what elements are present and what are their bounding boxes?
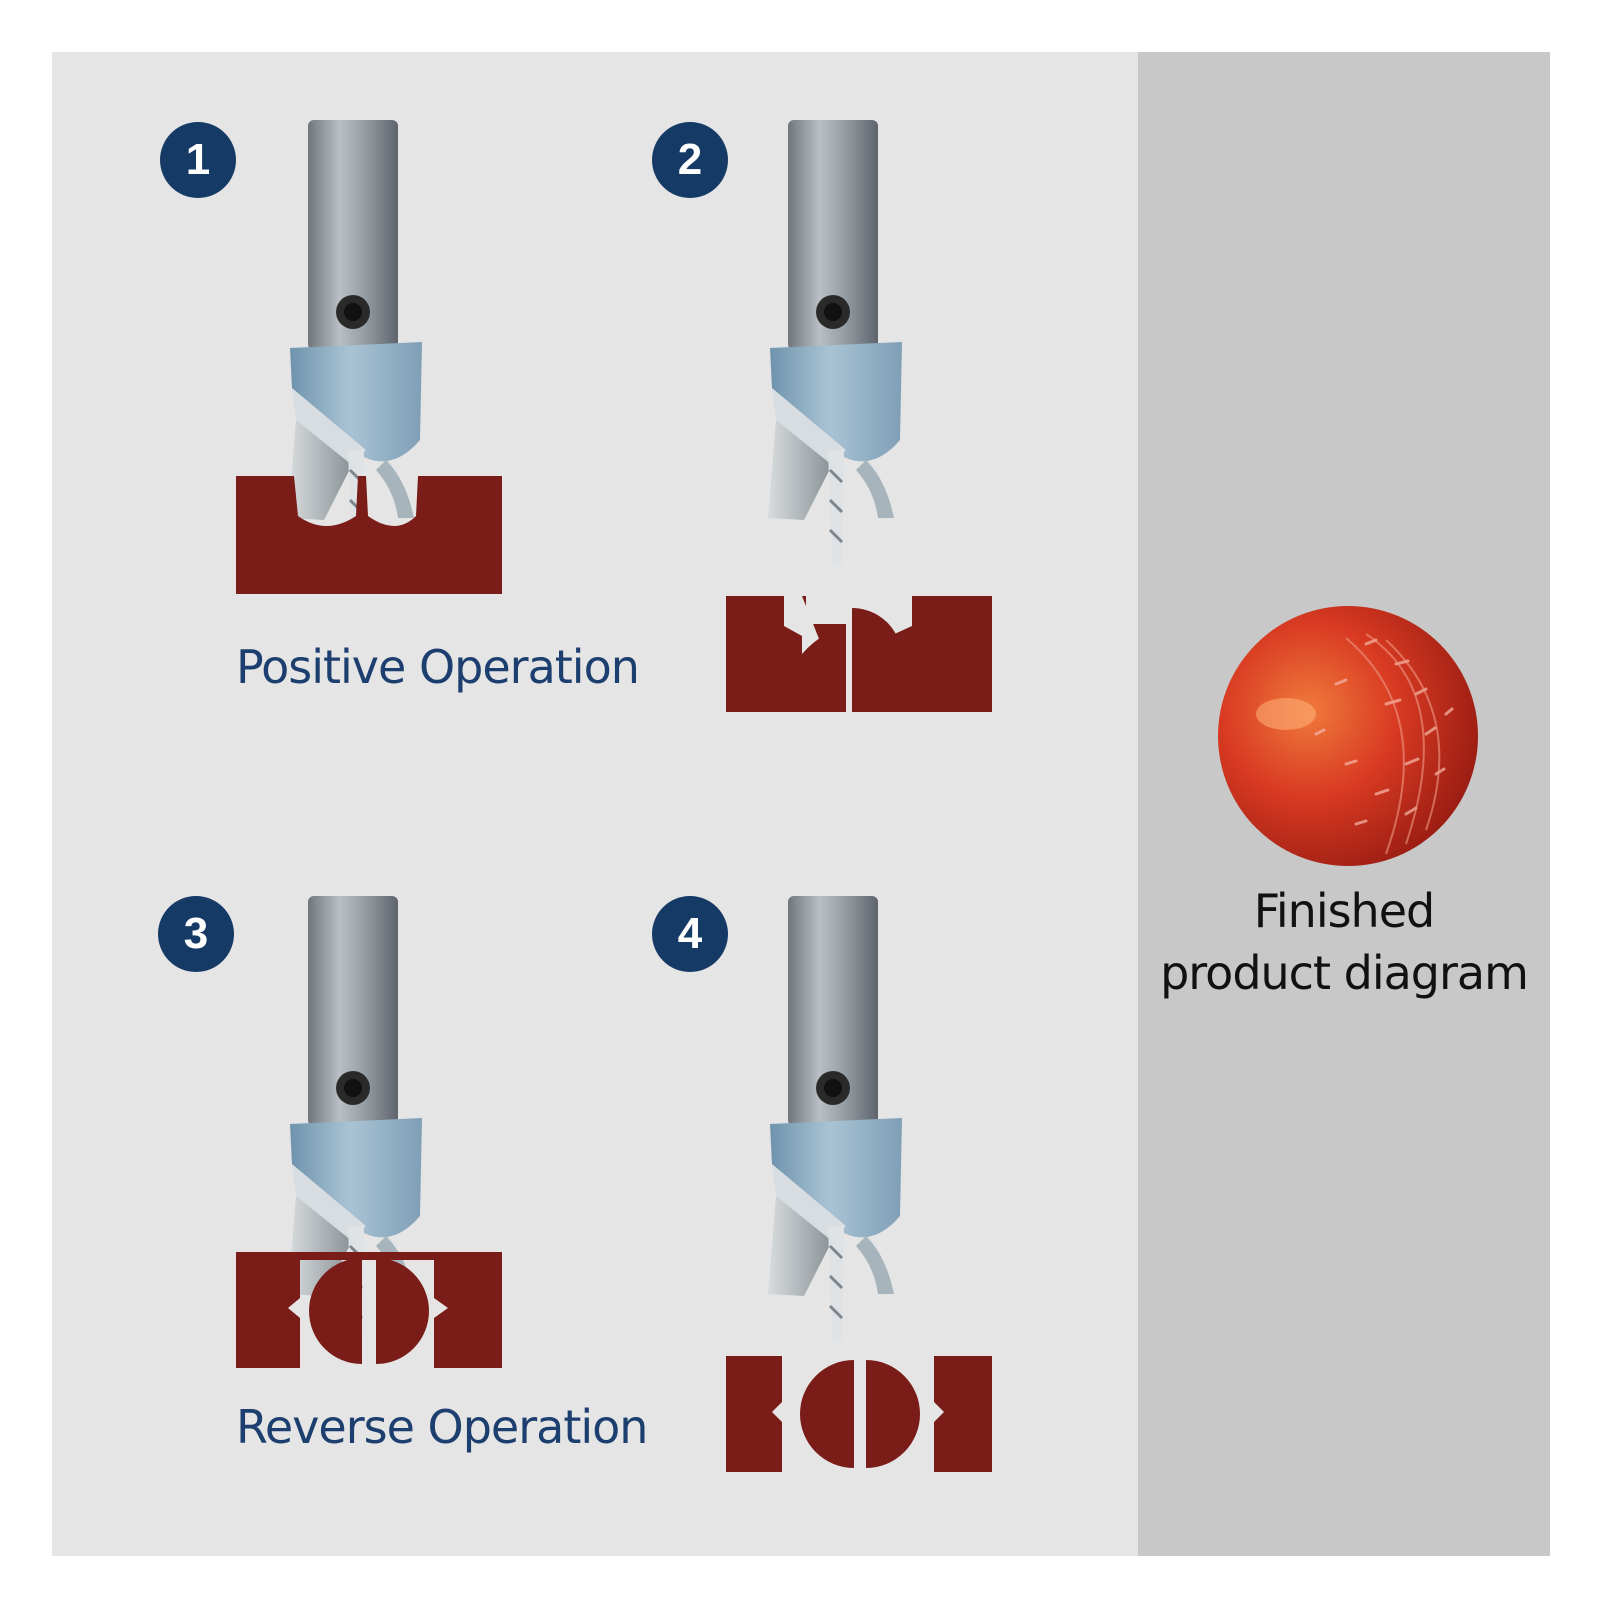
step-badge-1: 1 xyxy=(160,122,236,198)
step-badge-2: 2 xyxy=(652,122,728,198)
finished-product-caption: Finished product diagram xyxy=(1138,880,1550,1004)
wooden-ball-icon xyxy=(1218,606,1478,866)
wood-block-icon xyxy=(236,476,502,594)
step-badge-3: 3 xyxy=(158,896,234,972)
router-bit-icon xyxy=(768,896,902,1341)
finished-line-2: product diagram xyxy=(1160,946,1529,1000)
wood-block-icon xyxy=(726,596,992,712)
wood-block-icon xyxy=(236,1252,502,1368)
router-bit-icon xyxy=(768,120,902,565)
reverse-operation-label: Reverse Operation xyxy=(236,1400,648,1454)
router-bit-icon xyxy=(288,120,422,565)
finished-line-1: Finished xyxy=(1253,884,1435,938)
positive-operation-label: Positive Operation xyxy=(236,640,640,694)
wood-block-icon xyxy=(726,1356,992,1472)
instructions-panel xyxy=(52,52,1138,1556)
step-badge-4: 4 xyxy=(652,896,728,972)
